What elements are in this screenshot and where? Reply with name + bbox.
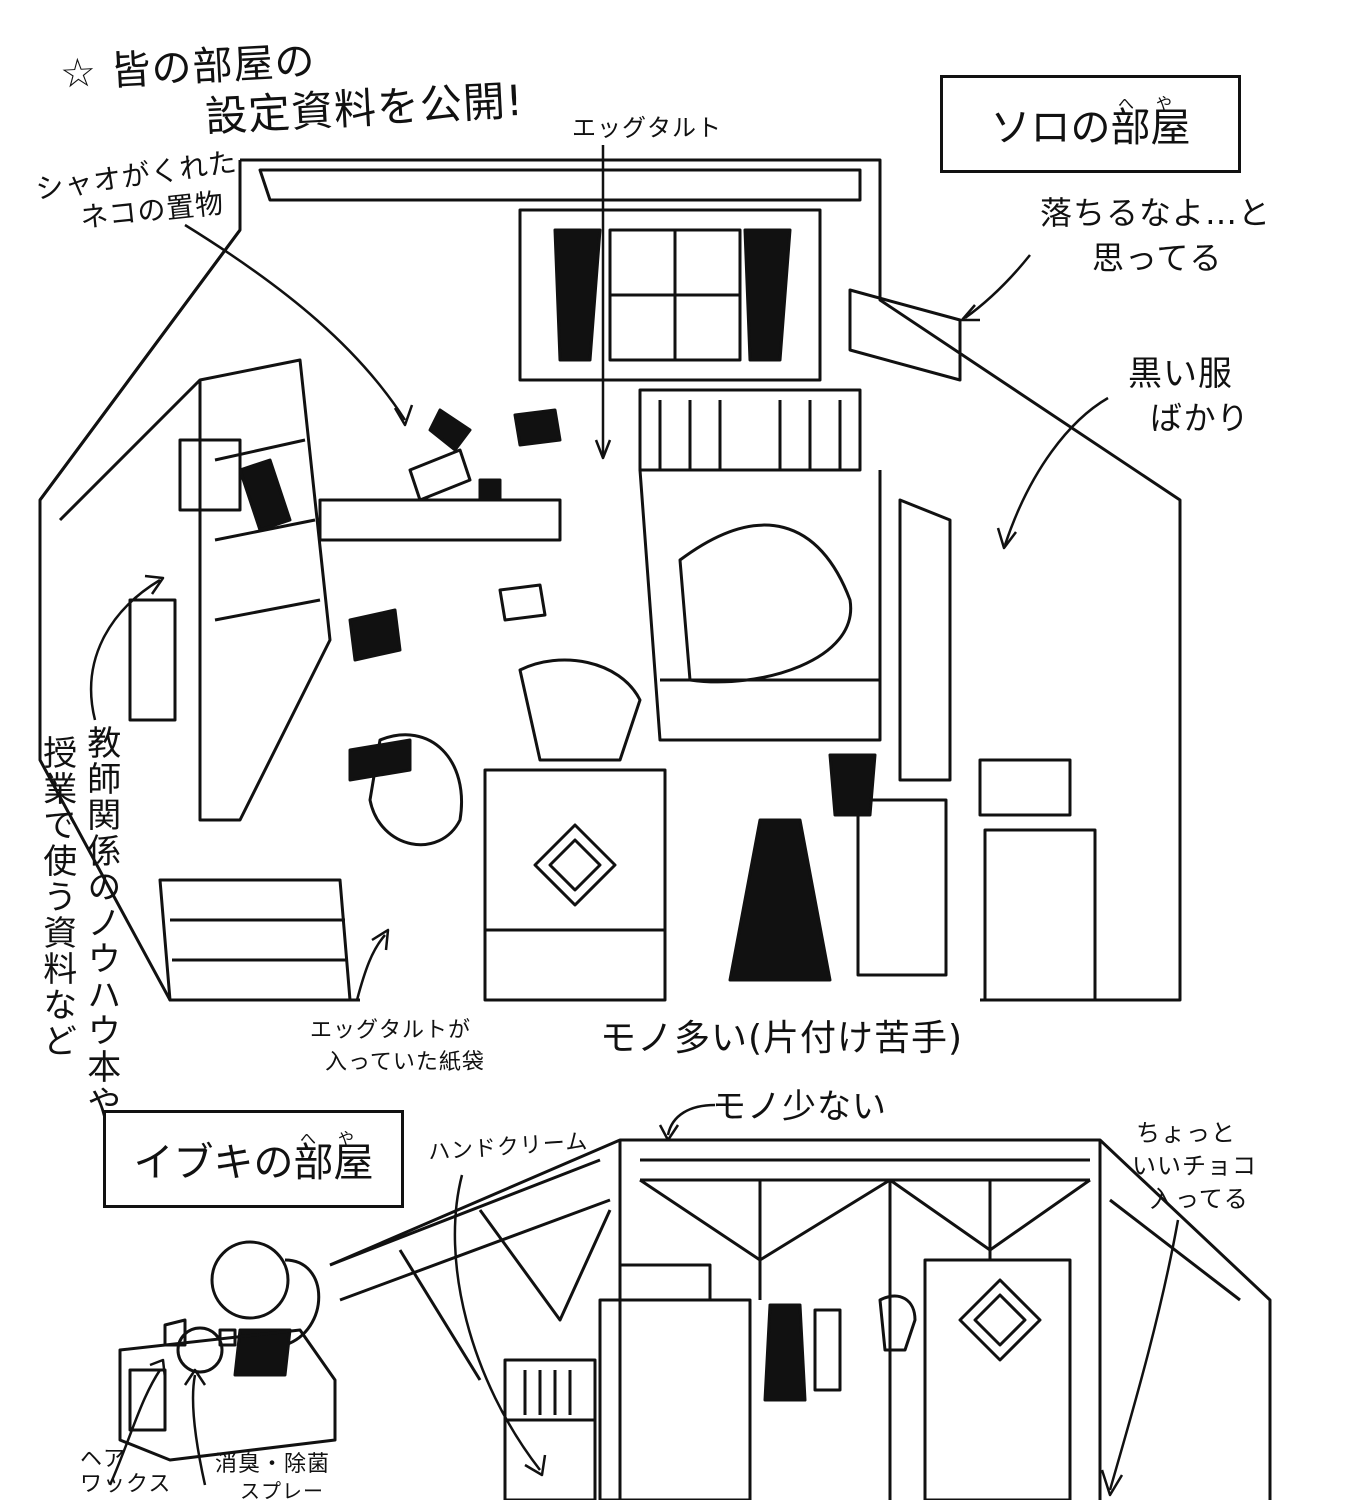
solo-ruby-ya: や xyxy=(1156,94,1173,113)
fall-note-1: 落ちるなよ…と xyxy=(1040,194,1272,232)
teacher-books-note-col1: 教師関係のノウハウ本や xyxy=(80,725,121,1121)
choco-note-2: いいチョコ xyxy=(1132,1152,1257,1180)
teacher-books-note-col2: 授業で使う資料など xyxy=(36,735,77,1059)
solo-room-title: ソロの部屋 xyxy=(990,105,1191,151)
many-things-note: モノ多い(片付け苦手) xyxy=(600,1018,964,1059)
paper-bag-note-2: 入っていた紙袋 xyxy=(325,1050,485,1075)
ibuki-room-title-box: イブキの部屋 xyxy=(103,1110,404,1208)
few-things-note: モノ少ない xyxy=(712,1087,887,1127)
solo-annotation-arrows xyxy=(90,145,1109,1001)
ibuki-room-title: イブキの部屋 xyxy=(133,1140,374,1186)
choco-note-1: ちょっと xyxy=(1136,1119,1236,1147)
solo-room-drawing xyxy=(38,158,1182,1002)
choco-note-3: 入ってる xyxy=(1150,1185,1249,1213)
paper-bag-note-1: エッグタルトが xyxy=(310,1018,472,1043)
ibuki-ruby-he: へ xyxy=(300,1129,317,1148)
ibuki-annotation-arrows xyxy=(108,1103,1180,1497)
deodorant-note-2: スプレー xyxy=(240,1479,324,1503)
ibuki-ruby-ya: や xyxy=(338,1129,355,1148)
egg-tart-note: エッグタルト xyxy=(572,114,722,142)
ibuki-room-drawing xyxy=(118,1138,1272,1500)
fall-note-2: 思ってる xyxy=(1092,239,1223,277)
deodorant-note-1: 消臭・除菌 xyxy=(215,1452,331,1477)
black-clothes-note-1: 黒い服 xyxy=(1128,354,1233,394)
black-clothes-note-2: ばかり xyxy=(1150,399,1250,437)
solo-ruby-he: へ xyxy=(1118,94,1135,113)
hair-wax-note-1: ヘア xyxy=(80,1447,127,1472)
hair-wax-note-2: ワックス xyxy=(80,1472,172,1497)
solo-room-title-box: ソロの部屋 xyxy=(940,75,1241,173)
